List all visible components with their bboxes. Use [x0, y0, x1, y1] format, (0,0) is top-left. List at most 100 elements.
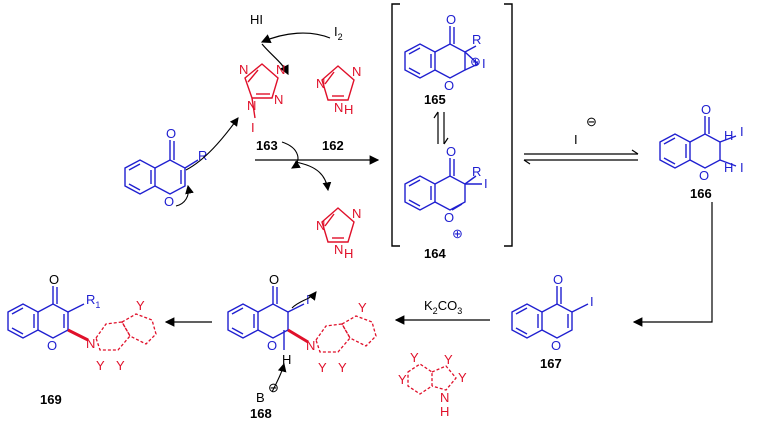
electron-arrow [175, 184, 194, 207]
n-atom: N [316, 218, 325, 233]
azole-substituent [95, 313, 157, 351]
ring-o: O [444, 78, 454, 93]
h-atom: H [440, 404, 449, 419]
compound-162 [321, 65, 355, 101]
r-group: R [472, 164, 481, 179]
ring-o: O [47, 338, 57, 353]
n-atom: N [334, 242, 343, 257]
compound-167 [511, 286, 589, 339]
y-atom: Y [398, 372, 407, 387]
iodide-reagent: I [574, 132, 578, 147]
h-atom: H [724, 128, 733, 143]
carbonyl-o: O [701, 102, 711, 117]
n-atom: N [334, 100, 343, 115]
iodide-charge: ⊖ [586, 114, 597, 129]
y-atom: Y [444, 352, 453, 367]
label-166: 166 [690, 186, 712, 201]
y-atom: Y [318, 360, 327, 375]
n-atom: N [352, 206, 361, 221]
carbonyl-o: O [49, 272, 59, 287]
n-atom: N [86, 336, 95, 351]
k2co3-reagent: K2CO3 [424, 298, 462, 316]
n-atom: N [440, 390, 449, 405]
reaction-arrow [632, 202, 713, 327]
compound-166 [659, 116, 737, 169]
n-atom: N [352, 64, 361, 79]
i-atom: I [740, 160, 744, 175]
n-atom: N [239, 62, 248, 77]
n-atom: N [276, 62, 285, 77]
i-atom: I [484, 176, 488, 191]
i-atom: I [740, 124, 744, 139]
curved-arrow [294, 161, 332, 192]
i-atom: I [251, 120, 255, 135]
label-168: 168 [250, 406, 272, 421]
plus-charge: ⊕ [470, 54, 481, 69]
compound-165 [404, 26, 479, 79]
azole-substituent [315, 315, 377, 353]
h-atom: H [282, 352, 291, 367]
label-167: 167 [540, 356, 562, 371]
ring-o: O [444, 210, 454, 225]
carbonyl-o: O [446, 144, 456, 159]
c-n-bond [287, 328, 309, 344]
base-charge: ⊖ [268, 380, 279, 395]
carbonyl-o: O [446, 12, 456, 27]
cycle-arrow [260, 32, 331, 44]
compound-164 [404, 158, 482, 211]
n-atom: N [306, 338, 315, 353]
hi-reagent: HI [250, 12, 263, 27]
ring-o: O [267, 338, 277, 353]
curved-arrow [281, 141, 301, 169]
y-atom: Y [358, 300, 367, 315]
y-atom: Y [116, 358, 125, 373]
r1-group: R1 [86, 292, 100, 310]
electron-arrow [185, 117, 239, 171]
y-atom: Y [410, 350, 419, 365]
y-atom: Y [458, 370, 467, 385]
c-n-bond [67, 328, 89, 342]
ring-o: O [551, 338, 561, 353]
compound-163 [244, 63, 279, 119]
n-atom: N [274, 92, 283, 107]
released-triazole [321, 207, 355, 243]
h-atom: H [344, 102, 353, 117]
y-atom: Y [96, 358, 105, 373]
carbonyl-o: O [269, 272, 279, 287]
intermediate-bracket [391, 3, 513, 247]
electron-arrow [291, 291, 317, 309]
y-atom: Y [136, 298, 145, 313]
ring-o: O [164, 194, 174, 209]
iodine-reagent: I2 [334, 24, 343, 42]
electron-arrow [271, 362, 287, 393]
iodine-cycle: HI I2 [250, 12, 343, 76]
plus-charge: ⊕ [452, 226, 463, 241]
label-169: 169 [40, 392, 62, 407]
carbonyl-o: O [553, 272, 563, 287]
y-atom: Y [338, 360, 347, 375]
r-group: R [198, 148, 207, 163]
label-162: 162 [322, 138, 344, 153]
compound-168 [227, 286, 305, 350]
r-group: R [472, 32, 481, 47]
azole-reagent [407, 363, 457, 395]
i-atom: I [590, 294, 594, 309]
i-atom: I [306, 292, 310, 307]
cycle-arrow-down [261, 43, 289, 76]
equilibrium-arrows [433, 111, 449, 145]
i-atom: I [482, 56, 486, 71]
iodide-equilibrium [523, 149, 639, 165]
n-atom: N [247, 98, 256, 113]
n-atom: N [316, 76, 325, 91]
label-163: 163 [256, 138, 278, 153]
base-reagent: B [256, 390, 265, 405]
h-atom: H [724, 160, 733, 175]
h-atom: H [344, 246, 353, 261]
compound-169 [7, 286, 85, 339]
ring-o: O [699, 168, 709, 183]
label-165: 165 [424, 92, 446, 107]
label-164: 164 [424, 246, 446, 261]
carbonyl-o: O [166, 126, 176, 141]
starting-chromone [124, 140, 199, 195]
